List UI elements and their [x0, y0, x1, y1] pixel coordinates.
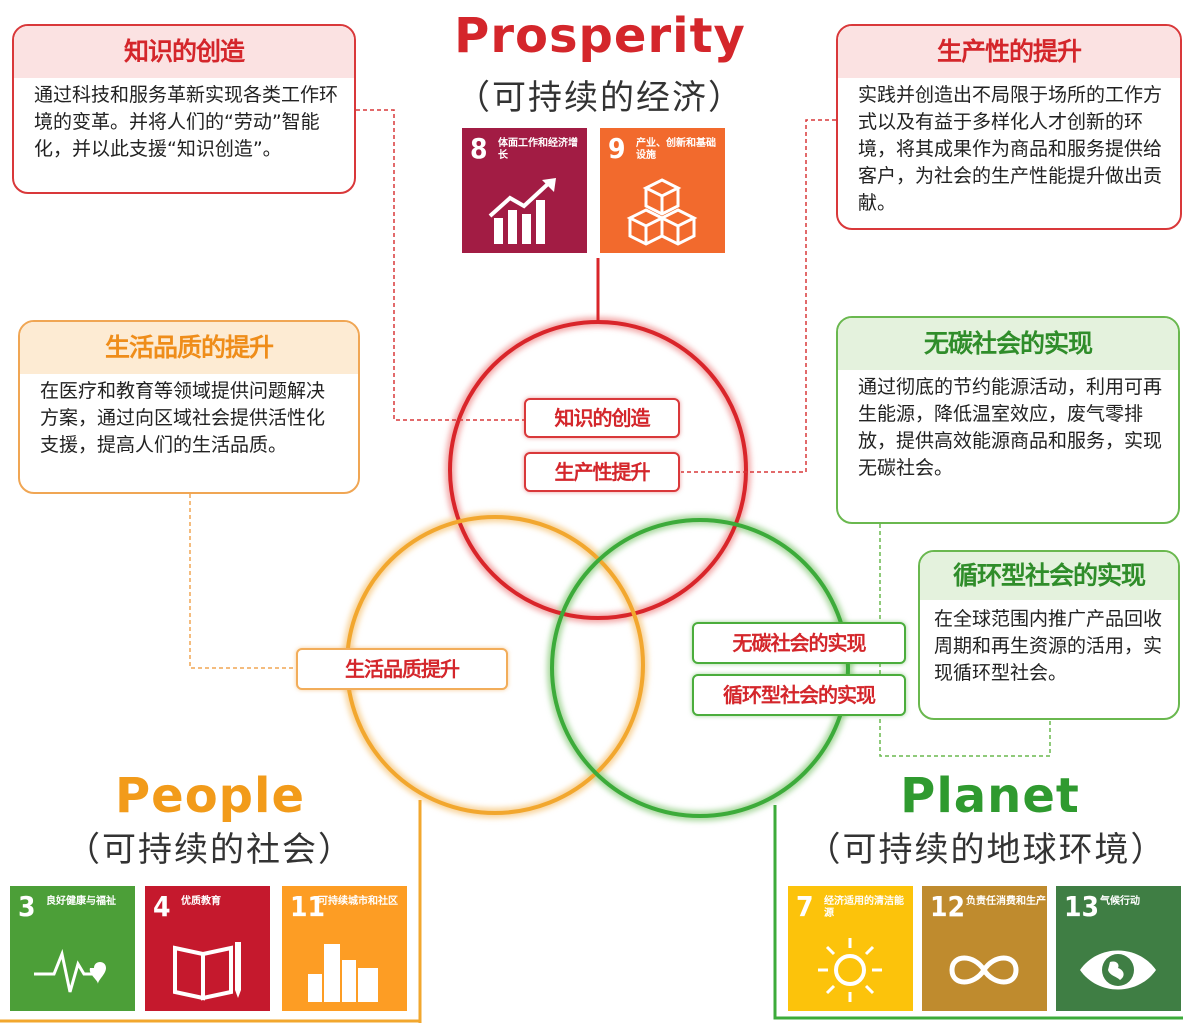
sdg-label: 优质教育	[181, 896, 221, 907]
card-productivity: 生产性的提升 实践并创造出不局限于场所的工作方式以及有益于多样化人才创新的环境，…	[836, 24, 1182, 230]
card-body: 在全球范围内推广产品回收周期和再生资源的活用，实现循环型社会。	[934, 608, 1163, 684]
growth-chart-icon	[488, 178, 556, 244]
eye-globe-icon	[1080, 950, 1156, 990]
card-quality: 生活品质的提升 在医疗和教育等领域提供问题解决方案，通过向区域社会提供活性化支援…	[18, 320, 360, 494]
sdg-number: 11	[290, 890, 326, 923]
people-subtitle: （可持续的社会）	[66, 830, 354, 870]
sdg-13-tile: 13 气候行动	[1056, 886, 1181, 1011]
sdg-label: 负责任消费和生产	[966, 896, 1046, 907]
connector-quality	[189, 494, 296, 669]
sdg-11-tile: 11 可持续城市和社区	[282, 886, 407, 1011]
planet-subtitle: （可持续的地球环境）	[806, 830, 1167, 870]
sdg-label: 产业、创新和基础设施	[636, 138, 716, 161]
sdg-number: 7	[796, 890, 814, 923]
sdg-7-tile: 7 经济适用的清洁能源	[788, 886, 913, 1011]
prosperity-subtitle: （可持续的经济）	[456, 78, 744, 118]
pill-carbon: 无碳社会的实现	[692, 622, 906, 664]
city-icon	[308, 944, 378, 1002]
card-title: 循环型社会的实现	[920, 552, 1178, 600]
card-title: 生活品质的提升	[20, 322, 358, 374]
card-body: 在医疗和教育等领域提供问题解决方案，通过向区域社会提供活性化支援，提高人们的生活…	[40, 380, 326, 456]
pill-productivity: 生产性提升	[524, 452, 680, 492]
sdg-number: 13	[1064, 890, 1100, 923]
sdg-3-tile: 3 良好健康与福祉	[10, 886, 135, 1011]
card-carbon: 无碳社会的实现 通过彻底的节约能源活动，利用可再生能源，降低温室效应，废气零排放…	[836, 316, 1180, 524]
card-body: 通过彻底的节约能源活动，利用可再生能源，降低温室效应，废气零排放，提供高效能源商…	[858, 376, 1163, 479]
card-knowledge: 知识的创造 通过科技和服务革新实现各类工作环境的变革。并将人们的“劳动”智能化，…	[12, 24, 356, 194]
card-title: 知识的创造	[14, 26, 354, 78]
heartbeat-icon	[34, 948, 106, 993]
connector-knowledge	[356, 109, 524, 421]
planet-circle	[550, 518, 850, 818]
card-body: 通过科技和服务革新实现各类工作环境的变革。并将人们的“劳动”智能化，并以此支援“…	[34, 84, 339, 160]
sdg-8-tile: 8 体面工作和经济增长	[462, 128, 587, 253]
sdg-number: 8	[470, 132, 488, 165]
card-circular: 循环型社会的实现 在全球范围内推广产品回收周期和再生资源的活用，实现循环型社会。	[918, 550, 1180, 720]
prosperity-title: Prosperity	[454, 8, 746, 64]
sdg-number: 9	[608, 132, 626, 165]
sdg-number: 3	[18, 890, 36, 923]
pill-knowledge: 知识的创造	[524, 398, 680, 438]
people-title: People	[114, 768, 306, 824]
cubes-icon	[626, 178, 698, 246]
planet-title: Planet	[900, 768, 1080, 824]
sdg-number: 12	[930, 890, 966, 923]
planet-stem	[773, 805, 1183, 1020]
infinity-icon	[949, 955, 1019, 985]
sdg-label: 气候行动	[1100, 896, 1140, 907]
pill-quality: 生活品质提升	[296, 648, 508, 690]
sdg-label: 良好健康与福祉	[46, 896, 116, 907]
sun-icon	[818, 938, 882, 1002]
sdg-12-tile: 12 负责任消费和生产	[922, 886, 1047, 1011]
sdg-number: 4	[153, 890, 171, 923]
book-icon	[173, 942, 241, 1001]
card-title: 无碳社会的实现	[838, 318, 1178, 370]
connector-productivity	[681, 119, 836, 473]
card-body: 实践并创造出不局限于场所的工作方式以及有益于多样化人才创新的环境，将其成果作为商…	[858, 84, 1163, 214]
sdg-9-tile: 9 产业、创新和基础设施	[600, 128, 725, 253]
sdg-label: 体面工作和经济增长	[498, 138, 578, 161]
pill-circular: 循环型社会的实现	[692, 674, 906, 716]
sdg-label: 可持续城市和社区	[318, 896, 398, 907]
sdg-label: 经济适用的清洁能源	[824, 896, 904, 919]
sdg-4-tile: 4 优质教育	[145, 886, 270, 1011]
card-title: 生产性的提升	[838, 26, 1180, 78]
